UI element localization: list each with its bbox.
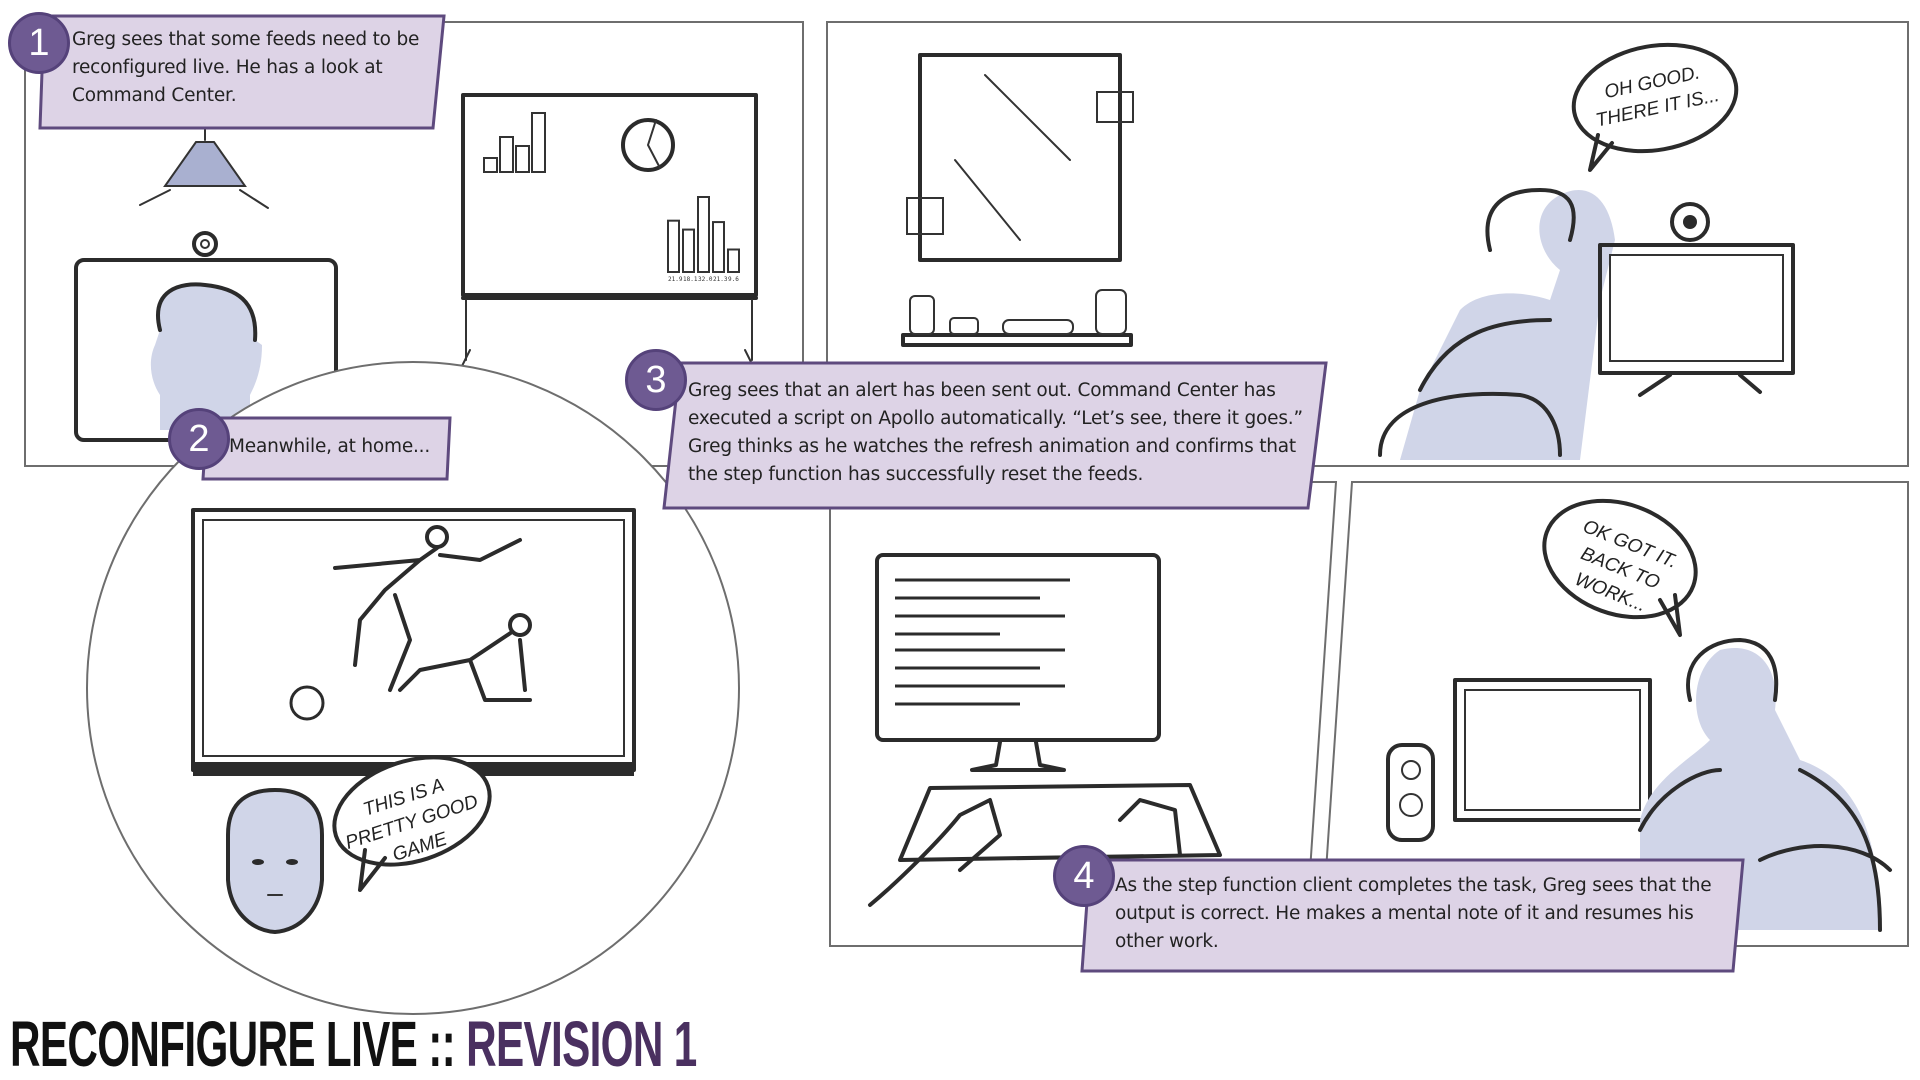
man-face bbox=[226, 788, 324, 934]
greg-head-back bbox=[150, 282, 262, 430]
callout-4-text: As the step function client completes th… bbox=[1115, 875, 1712, 952]
whiteboard-bar bbox=[667, 219, 680, 273]
desktop-computer bbox=[868, 553, 1222, 907]
callout-3-text: Greg sees that an alert has been sent ou… bbox=[688, 380, 1303, 485]
title-main: RECONFIGURE LIVE bbox=[10, 1008, 418, 1080]
callout-4-box bbox=[1080, 858, 1745, 973]
storyboard-title: RECONFIGURE LIVE :: REVISION 1 bbox=[10, 1012, 697, 1076]
whiteboard-bar-label: 32.0 bbox=[698, 276, 713, 283]
whiteboard-bar-label: 18.1 bbox=[683, 276, 698, 283]
title-separator: :: bbox=[417, 1008, 467, 1080]
speech-bubble-found bbox=[1571, 42, 1739, 172]
callout-3-box bbox=[662, 361, 1328, 510]
speech-bubble-game bbox=[332, 755, 492, 892]
soccer-players bbox=[289, 525, 532, 721]
speech-bubble-back bbox=[1542, 498, 1698, 637]
whiteboard-bar-label: 9.6 bbox=[728, 276, 739, 283]
ceiling-lamp bbox=[139, 127, 269, 209]
whiteboard-bar bbox=[682, 228, 695, 273]
title-revision: REVISION 1 bbox=[466, 1008, 697, 1080]
whiteboard-bar bbox=[712, 221, 725, 273]
callout-1-text: Greg sees that some feeds need to be rec… bbox=[72, 29, 420, 106]
step-badge-4: 4 bbox=[1053, 845, 1115, 907]
mirror bbox=[906, 53, 1134, 262]
whiteboard-bar-label: 21.9 bbox=[668, 276, 683, 283]
whiteboard-bar bbox=[727, 248, 740, 273]
callout-2-text: Meanwhile, at home... bbox=[229, 436, 431, 457]
whiteboard-bar-label: 21.3 bbox=[713, 276, 728, 283]
step-badge-2: 2 bbox=[168, 408, 230, 470]
bathroom-shelf bbox=[901, 289, 1133, 347]
step-badge-3: 3 bbox=[625, 349, 687, 411]
greg-at-monitor bbox=[1378, 188, 1795, 460]
step-badge-1: 1 bbox=[8, 12, 70, 74]
soccer-ball bbox=[289, 685, 325, 721]
callout-1-box bbox=[38, 14, 446, 130]
whiteboard-bar bbox=[697, 196, 710, 273]
